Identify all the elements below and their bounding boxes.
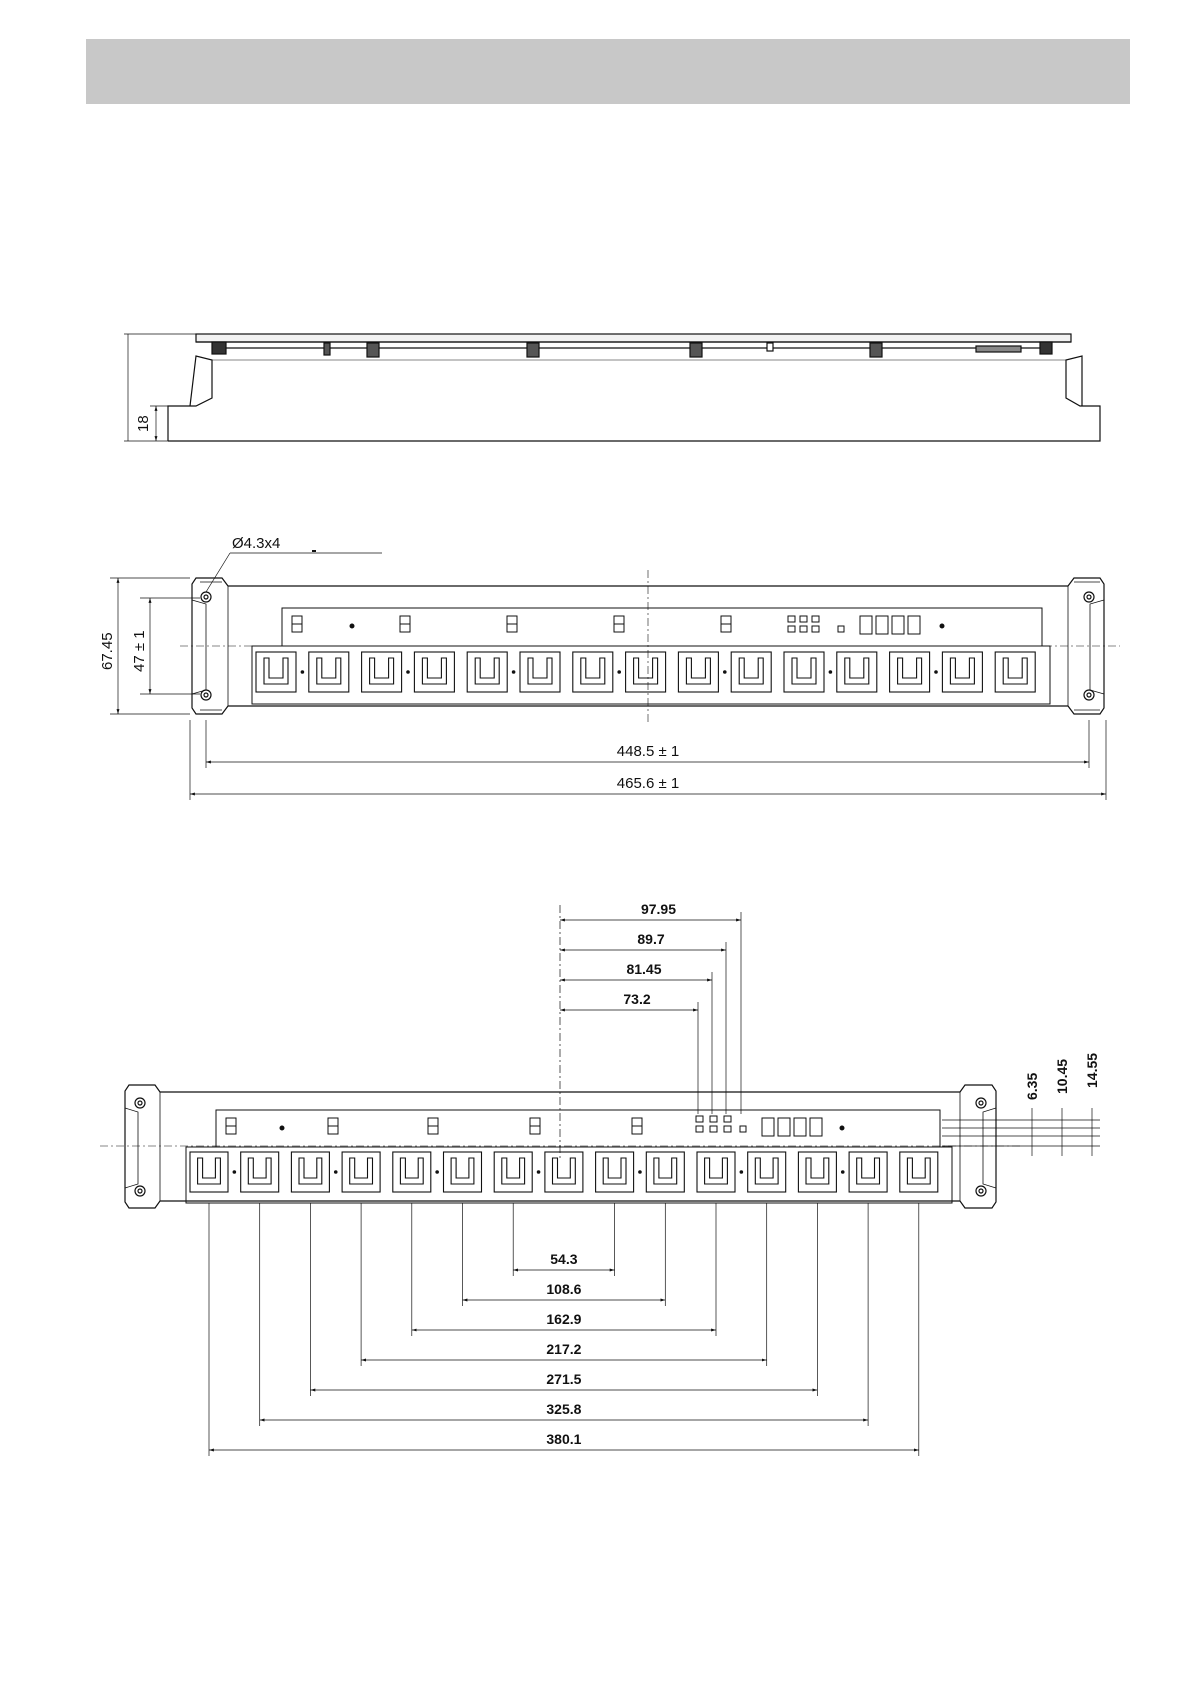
touch-button	[392, 1151, 432, 1193]
touch-button	[595, 1151, 635, 1193]
width-inner-label: 448.5 ± 1	[617, 743, 679, 760]
dimension-labels: 97.95 89.7 81.45 73.2 6.35 10.45 14.55 54.3 108.…	[546, 901, 1100, 1447]
touch-button	[341, 1151, 381, 1193]
touch-button	[941, 651, 983, 693]
bottom-dim-label: 271.5	[546, 1371, 581, 1387]
height-overall-label: 67.45	[99, 632, 116, 670]
side-height-label: 18	[135, 415, 152, 432]
top-dim-label: 89.7	[637, 931, 664, 947]
button-separator-dot	[617, 670, 621, 674]
touch-button	[361, 651, 403, 693]
touch-button	[308, 651, 350, 693]
touch-button	[730, 651, 772, 693]
touch-button	[519, 651, 561, 693]
bottom-dim-label: 380.1	[546, 1431, 581, 1447]
touch-button	[645, 1151, 685, 1193]
button-separator-dot	[934, 670, 938, 674]
width-overall-label: 465.6 ± 1	[617, 775, 679, 792]
touch-button	[189, 1151, 229, 1193]
touch-button	[696, 1151, 736, 1193]
top-view	[180, 570, 1120, 722]
touch-button	[413, 651, 455, 693]
touch-button	[677, 651, 719, 693]
touch-button	[889, 651, 931, 693]
hole-callout-label: Ø4.3x4	[232, 535, 280, 552]
button-separator-dot	[232, 1170, 237, 1174]
right-dim-label: 6.35	[1024, 1073, 1040, 1100]
side-view	[124, 333, 1101, 442]
button-separator-dot	[739, 1170, 744, 1174]
button-separator-dot	[638, 1170, 642, 1174]
bottom-dim-label: 217.2	[546, 1341, 581, 1357]
touch-button	[290, 1151, 330, 1193]
touch-button	[544, 1151, 584, 1193]
dimension-view-buttons	[189, 1151, 939, 1193]
touch-button	[625, 651, 667, 693]
touch-button	[255, 651, 297, 693]
top-dim-label: 97.95	[641, 901, 676, 917]
button-separator-dot	[511, 670, 516, 674]
dimension-lines	[208, 905, 1100, 1456]
bottom-dim-label: 108.6	[546, 1281, 581, 1297]
right-dim-label: 14.55	[1084, 1053, 1100, 1088]
top-dim-label: 81.45	[626, 961, 661, 977]
touch-button	[493, 1151, 533, 1193]
height-inner-label: 47 ± 1	[131, 630, 148, 672]
button-separator-dot	[536, 1170, 541, 1174]
bottom-dim-label: 325.8	[546, 1401, 581, 1417]
touch-button	[899, 1151, 939, 1193]
touch-button	[442, 1151, 483, 1193]
touch-button	[836, 651, 878, 693]
touch-button	[466, 651, 508, 693]
touch-button	[747, 1151, 787, 1193]
touch-button	[797, 1151, 837, 1193]
button-separator-dot	[333, 1170, 338, 1174]
button-separator-dot	[435, 1170, 439, 1174]
button-separator-dot	[828, 670, 833, 674]
button-separator-dot	[840, 1170, 845, 1174]
touch-button	[240, 1151, 280, 1193]
top-view-displays	[291, 615, 945, 635]
touch-button	[994, 651, 1036, 693]
right-dim-label: 10.45	[1054, 1059, 1070, 1094]
button-separator-dot	[723, 670, 727, 674]
header-band	[86, 39, 1130, 104]
touch-button	[783, 651, 825, 693]
top-view-buttons	[255, 651, 1036, 693]
button-separator-dot	[300, 670, 305, 674]
bottom-dim-label: 54.3	[550, 1251, 577, 1267]
bottom-dim-label: 162.9	[546, 1311, 581, 1327]
touch-button	[848, 1151, 888, 1193]
touch-button	[572, 651, 614, 693]
dimension-view-displays	[225, 1115, 845, 1137]
button-separator-dot	[406, 670, 410, 674]
top-dim-label: 73.2	[623, 991, 650, 1007]
